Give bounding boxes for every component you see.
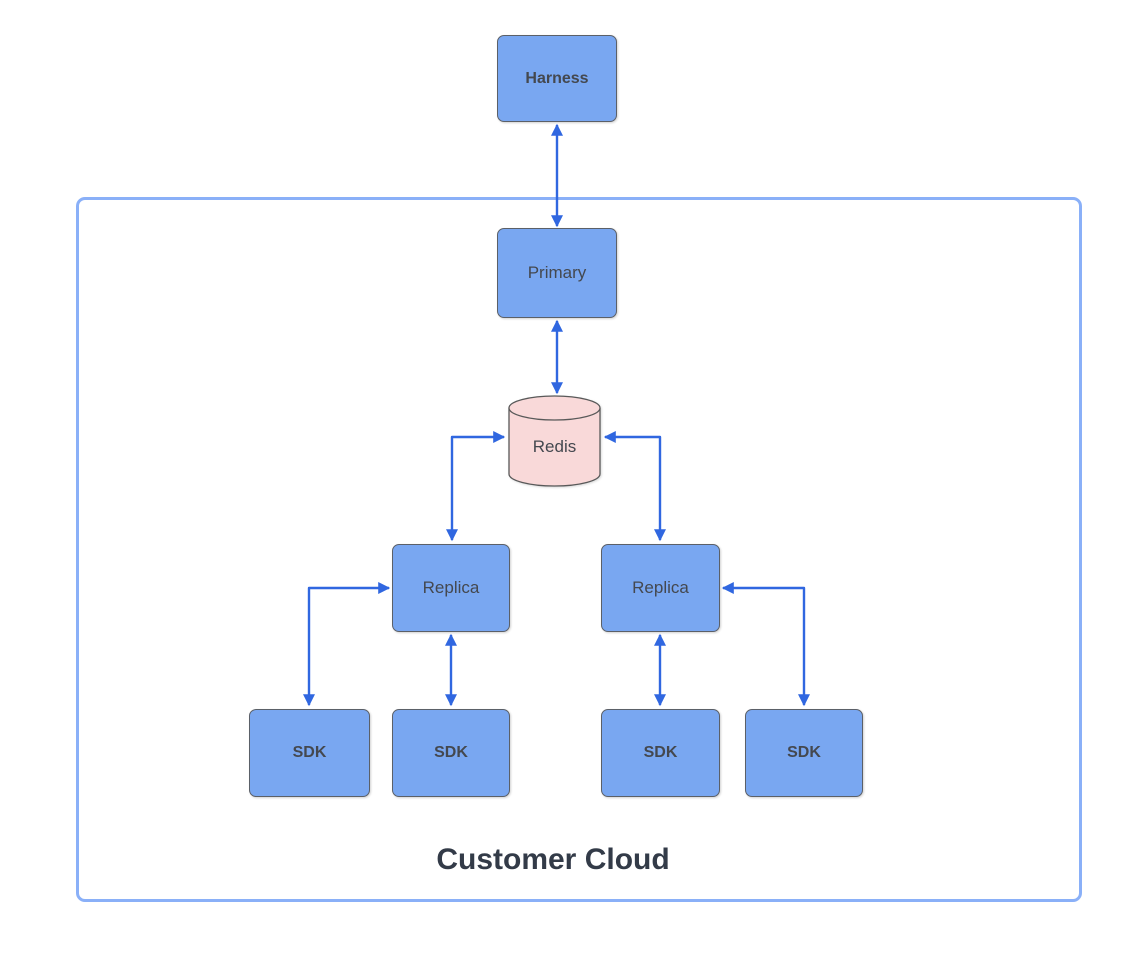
node-replica-left-label: Replica [422,578,480,597]
node-harness-label: Harness [525,69,589,87]
node-replica-right: Replica [601,544,720,632]
node-redis-cylinder: Redis [508,395,601,488]
node-redis-label: Redis [532,436,577,456]
customer-cloud-title: Customer Cloud [436,843,670,876]
node-sdk-2: SDK [392,709,510,797]
customer-cloud-boundary [76,197,1082,902]
node-sdk-2-label: SDK [434,744,468,761]
node-sdk-4: SDK [745,709,863,797]
node-sdk-4-label: SDK [787,744,821,761]
node-sdk-3-label: SDK [643,744,678,761]
node-sdk-1: SDK [249,709,370,797]
node-harness: Harness [497,35,617,122]
node-primary-label: Primary [527,263,587,282]
cylinder-shape-icon [508,395,601,487]
node-replica-left: Replica [392,544,510,632]
node-sdk-3: SDK [601,709,720,797]
node-sdk-1-label: SDK [292,744,327,761]
node-primary: Primary [497,228,617,318]
node-replica-right-label: Replica [632,578,689,597]
